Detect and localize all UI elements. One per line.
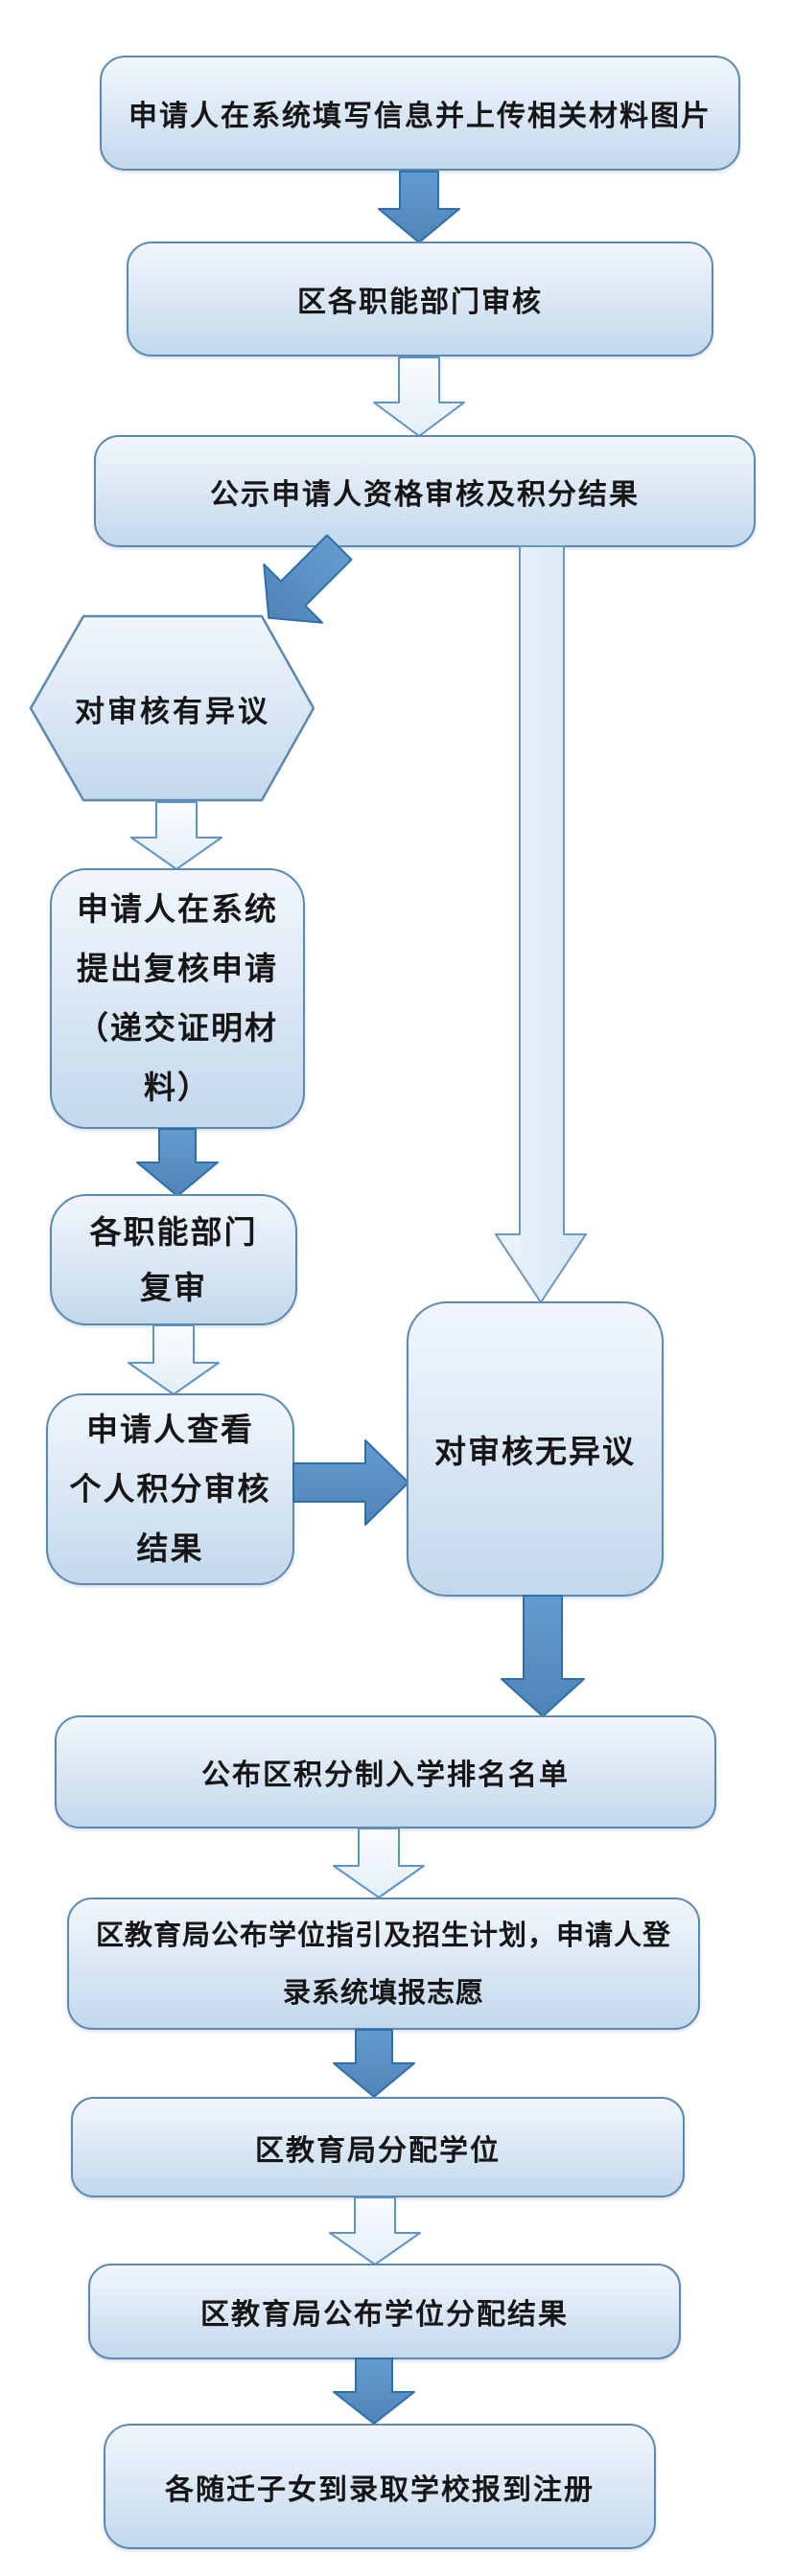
hexagon-shape [29,614,315,802]
arrow-objection-to-recheck [130,801,222,870]
node-register-label: 各随迁子女到录取学校报到注册 [165,2472,595,2507]
node-recheck-line1: 申请人在系统 [77,890,278,928]
node-recheck-line4: 料） [144,1069,211,1106]
node-apply: 申请人在系统填写信息并上传相关材料图片 [100,56,740,171]
arrow-publish-allocation-to-register [333,2358,415,2425]
node-objection-label: 对审核有异议 [75,694,270,729]
node-ranking-list-label: 公布区积分制入学排名名单 [201,1759,570,1792]
node-recheck-line3: （递交证明材 [77,1009,278,1046]
arrow-view-result-to-no-objection [292,1439,409,1526]
node-dept-review-label: 区各职能部门审核 [297,286,543,319]
node-no-objection-label: 对审核无异议 [434,1433,636,1470]
arrow-allocate-to-publish-allocation [329,2196,421,2266]
node-guide-plan: 区教育局公布学位指引及招生计划，申请人登 录系统填报志愿 [67,1898,700,2030]
node-recheck-line2: 提出复核申请 [77,950,278,987]
node-publish-results-label: 公示申请人资格审核及积分结果 [210,477,640,512]
node-publish-allocation-label: 区教育局公布学位分配结果 [200,2298,569,2332]
arrow-dept-recheck-to-view [128,1324,220,1395]
node-objection: 对审核有异议 [29,613,316,803]
node-publish-results: 公示申请人资格审核及积分结果 [94,435,756,547]
arrow-publish-to-no-objection [495,545,587,1303]
arrow-publish-to-objection [263,534,353,624]
node-apply-label: 申请人在系统填写信息并上传相关材料图片 [128,100,712,133]
node-view-result-line2: 个人积分审核 [69,1470,271,1507]
node-ranking-list: 公布区积分制入学排名名单 [55,1715,716,1828]
node-view-result: 申请人查看 个人积分审核 结果 [46,1393,294,1585]
node-view-result-line1: 申请人查看 [86,1411,254,1448]
node-view-result-line3: 结果 [136,1530,204,1567]
arrow-no-objection-to-ranking [501,1595,585,1717]
node-dept-review: 区各职能部门审核 [127,242,713,356]
node-dept-recheck-line1: 各职能部门 [89,1212,258,1251]
node-no-objection: 对审核无异议 [407,1301,664,1597]
arrow-ranking-to-guide-plan [333,1828,425,1898]
node-publish-allocation: 区教育局公布学位分配结果 [88,2264,681,2359]
arrow-dept-review-to-publish [373,356,465,437]
node-allocate-places: 区教育局分配学位 [71,2097,685,2197]
node-recheck-request: 申请人在系统 提出复核申请 （递交证明材 料） [50,868,305,1129]
node-guide-plan-line2: 录系统填报志愿 [282,1976,484,2009]
arrow-guide-plan-to-allocate [333,2029,415,2098]
arrow-recheck-to-dept-recheck [136,1128,219,1197]
node-register: 各随迁子女到录取学校报到注册 [104,2424,656,2549]
node-allocate-places-label: 区教育局分配学位 [255,2133,501,2168]
node-guide-plan-line1: 区教育局公布学位指引及招生计划，申请人登 [95,1919,671,1951]
node-dept-recheck-line2: 复审 [140,1268,207,1306]
node-dept-recheck: 各职能部门 复审 [50,1194,297,1325]
arrow-apply-to-dept-review [378,171,460,243]
